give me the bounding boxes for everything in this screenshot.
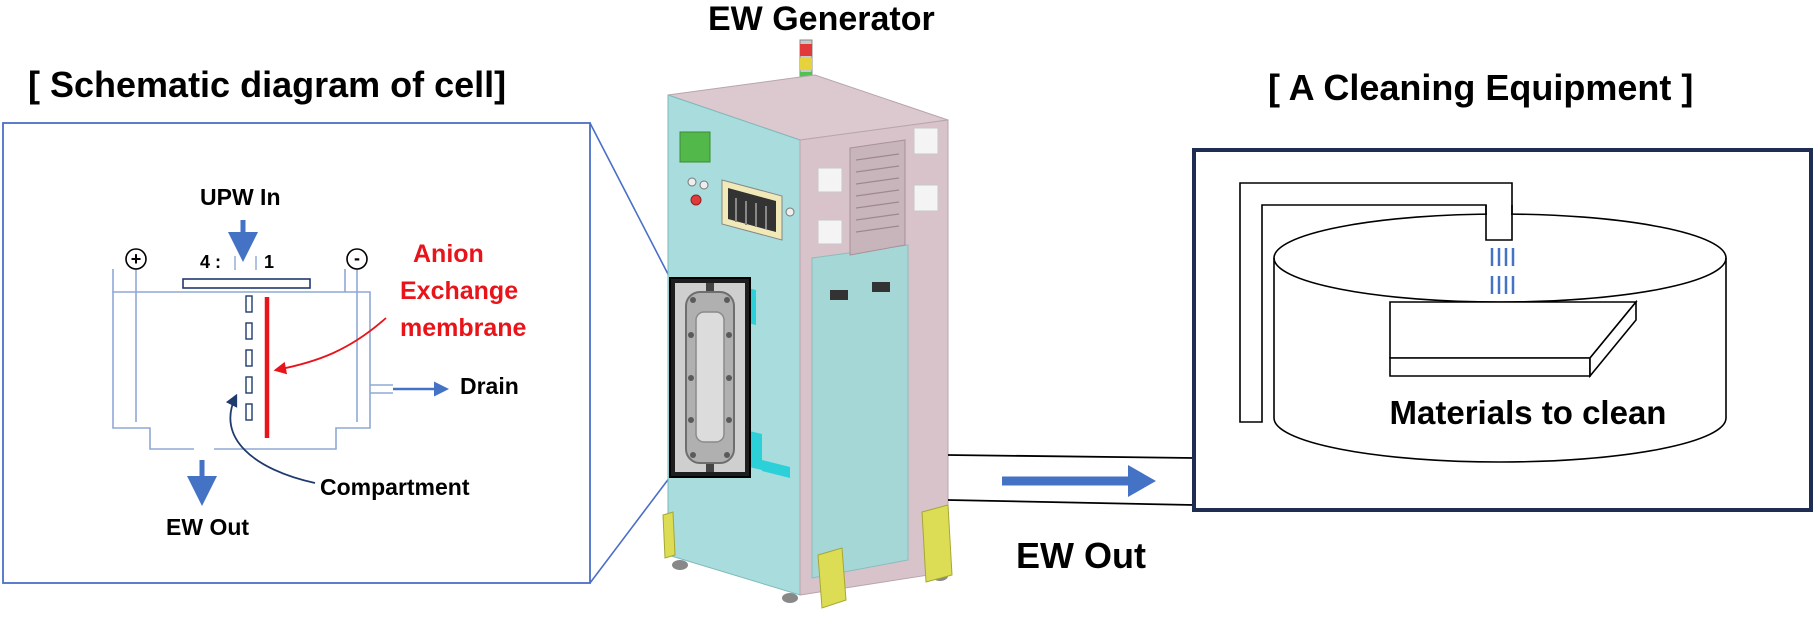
cell-ew-out-label: EW Out: [166, 514, 249, 540]
side-block-1: [817, 167, 843, 193]
top-plate: [182, 278, 311, 289]
compartment-pointer-arrow: [225, 393, 316, 484]
membrane-label-line3: membrane: [400, 314, 527, 342]
schematic-panel: UPW In 4 : 1 + - Anion Exchange membrane…: [2, 122, 591, 584]
material-slab-front: [1389, 357, 1591, 377]
membrane-label-line1: Anion: [413, 240, 484, 268]
control-box: [679, 131, 711, 163]
outlet-flow-arrowhead: [1128, 465, 1156, 497]
panel-handle-2: [872, 282, 890, 292]
vent-slats: [855, 153, 900, 233]
plus-terminal: +: [125, 248, 147, 270]
panel-handle-1: [830, 290, 848, 300]
side-block-4: [913, 184, 939, 212]
foot-back: [921, 504, 953, 583]
materials-label: Materials to clean: [1390, 394, 1667, 431]
front-accent-4: [762, 460, 790, 478]
generator-title: EW Generator: [708, 0, 935, 38]
schematic-frame: [2, 122, 591, 584]
nozzle-pipe-mask: [1487, 206, 1511, 240]
plus-symbol: +: [131, 249, 142, 269]
foot-left: [662, 511, 676, 559]
cell-photo-window: [695, 311, 725, 443]
drain-label: Drain: [460, 373, 519, 399]
control-button-1: [687, 177, 697, 187]
emergency-stop-button: [690, 194, 702, 206]
control-button-3: [785, 207, 795, 217]
tank-bottom: [1273, 417, 1727, 463]
side-block-3: [913, 127, 939, 155]
compartment-slots: [245, 295, 253, 421]
minus-terminal: -: [346, 248, 368, 270]
display-inner: [728, 188, 776, 232]
cabinet-side-panel: [811, 244, 909, 579]
outlet-pipe-bottom: [947, 499, 1195, 506]
cell-photo-port-bottom: [706, 464, 714, 472]
ratio-left-label: 4 :: [200, 252, 221, 272]
cell-photo-bolts: [688, 297, 732, 458]
cell-top-outline: [112, 269, 346, 293]
nozzle-tip: [1485, 205, 1513, 241]
wheel-1: [672, 560, 688, 570]
cell-photo-port-top: [706, 283, 714, 291]
ew-out-label: EW Out: [1016, 535, 1146, 576]
ratio-right-label: 1: [264, 252, 274, 272]
material-slab-side: [1589, 299, 1637, 379]
membrane-pointer-arrow: [273, 317, 387, 375]
wheel-2: [782, 593, 798, 603]
cell-left-outline: [112, 292, 194, 450]
cabinet-vent: [849, 139, 906, 256]
membrane-label-line2: Exchange: [400, 277, 518, 305]
cleaning-equipment: Materials to clean: [1192, 148, 1813, 512]
zoom-connector: [589, 122, 671, 584]
side-block-2: [817, 219, 843, 245]
cell-right-outline: [214, 291, 371, 450]
display-lines: [735, 198, 767, 229]
outlet-pipe-top: [947, 454, 1195, 459]
foot-front: [817, 547, 847, 609]
ew-outlet-pipe: [947, 454, 1195, 506]
cleaning-title: [ A Cleaning Equipment ]: [1268, 67, 1693, 108]
minus-symbol: -: [354, 248, 360, 268]
schematic-title: [ Schematic diagram of cell]: [28, 64, 506, 105]
compartment-label: Compartment: [320, 474, 470, 500]
upw-in-label: UPW In: [200, 184, 281, 210]
control-button-2: [699, 180, 709, 190]
cell-photo-inset: [669, 277, 751, 478]
